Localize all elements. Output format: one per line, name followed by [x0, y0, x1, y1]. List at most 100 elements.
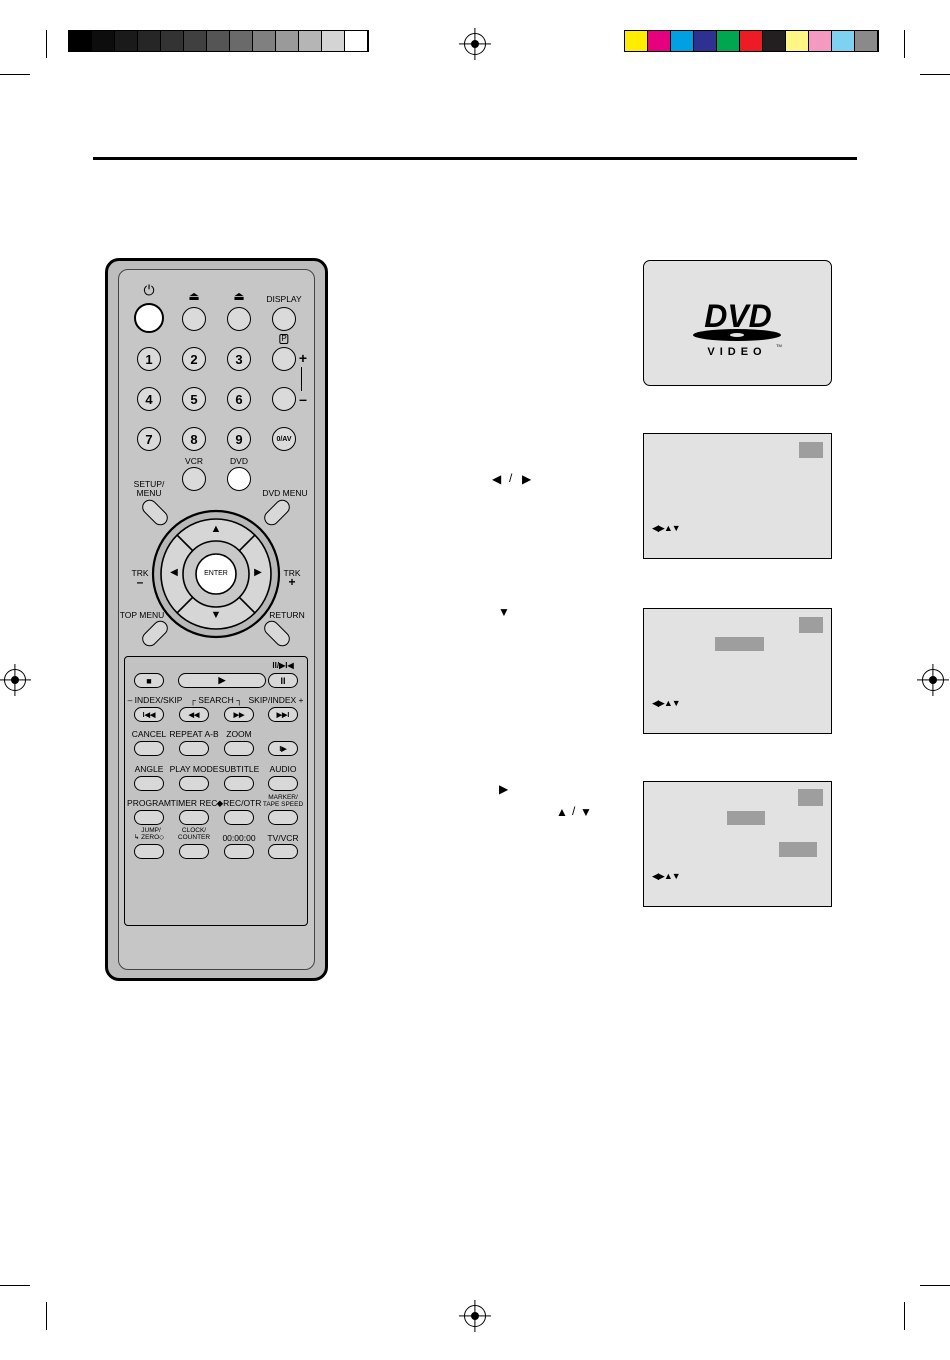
- program-button[interactable]: [134, 810, 164, 825]
- skip-back-button[interactable]: I◀◀: [134, 707, 164, 722]
- marker-button[interactable]: [268, 810, 298, 825]
- dvd-button[interactable]: [227, 467, 251, 491]
- screen-nav-hint: ◀▶▲▼: [652, 698, 681, 708]
- setup-menu-label-2: MENU: [136, 488, 162, 498]
- timer-rec-button[interactable]: [179, 810, 209, 825]
- direction-pad: [151, 509, 281, 639]
- gray-swatch: [322, 31, 345, 51]
- pause-step-label: II/▶I◀: [272, 661, 294, 670]
- menu-item-highlight: [715, 637, 764, 651]
- audio-label: AUDIO: [269, 764, 297, 774]
- channel-down-button[interactable]: [272, 387, 296, 411]
- number-key-9[interactable]: 9: [227, 427, 251, 451]
- rec-otr-button[interactable]: [224, 810, 254, 825]
- screen-corner-highlight: [799, 617, 823, 633]
- color-swatch: [763, 31, 786, 51]
- menu-screen-2: ◀▶▲▼: [643, 608, 832, 734]
- dpad-up-icon[interactable]: ▲: [210, 523, 222, 535]
- dvd-video-logo: DVD VIDEO TM: [693, 298, 782, 358]
- color-swatch: [694, 31, 717, 51]
- cancel-button[interactable]: [134, 741, 164, 756]
- display-button[interactable]: [272, 307, 296, 331]
- zoom-label: ZOOM: [226, 729, 252, 739]
- number-key-5[interactable]: 5: [182, 387, 206, 411]
- number-key-3[interactable]: 3: [227, 347, 251, 371]
- play-button[interactable]: ▶: [178, 673, 266, 688]
- slow-button[interactable]: I▶: [268, 741, 298, 756]
- zoom-button[interactable]: [224, 741, 254, 756]
- zero-av-button[interactable]: 0/AV: [272, 427, 296, 451]
- gray-swatch: [276, 31, 299, 51]
- gray-swatch: [161, 31, 184, 51]
- registration-mark-icon: [464, 33, 486, 55]
- play-mode-button[interactable]: [179, 776, 209, 791]
- number-key-2[interactable]: 2: [182, 347, 206, 371]
- enter-button[interactable]: ENTER: [204, 570, 228, 577]
- number-key-7[interactable]: 7: [137, 427, 161, 451]
- counter-label: COUNTER: [177, 834, 211, 841]
- number-key-4[interactable]: 4: [137, 387, 161, 411]
- repeat-ab-label: REPEAT A-B: [169, 729, 219, 739]
- dvd-label: DVD: [230, 456, 248, 466]
- number-key-8[interactable]: 8: [182, 427, 206, 451]
- timer-rec-label: TIMER REC: [170, 798, 218, 808]
- crop-mark: [0, 74, 30, 75]
- skip-forward-button[interactable]: ▶▶I: [268, 707, 298, 722]
- channel-up-button[interactable]: [272, 347, 296, 371]
- dvd-menu-label: DVD MENU: [262, 488, 308, 498]
- trk-plus-sign: +: [288, 575, 296, 589]
- fast-forward-button[interactable]: ▶▶: [224, 707, 254, 722]
- audio-button[interactable]: [268, 776, 298, 791]
- header-rule: [93, 157, 857, 160]
- open-close-icon: ⏏: [233, 289, 245, 303]
- menu-item-highlight: [727, 811, 765, 825]
- vcr-button[interactable]: [182, 467, 206, 491]
- angle-button[interactable]: [134, 776, 164, 791]
- color-swatch: [855, 31, 878, 51]
- number-key-1[interactable]: 1: [137, 347, 161, 371]
- eject-button[interactable]: [182, 307, 206, 331]
- dpad-down-icon[interactable]: ▼: [210, 609, 222, 621]
- gray-swatch: [92, 31, 115, 51]
- top-menu-label: TOP MENU: [119, 610, 165, 620]
- clock-counter-button[interactable]: [179, 844, 209, 859]
- channel-p-label: P: [279, 334, 289, 344]
- screen-corner-highlight: [799, 442, 823, 458]
- menu-screen-1: ◀▶▲▼: [643, 433, 832, 559]
- channel-plus-label: +: [298, 350, 308, 366]
- transport-panel: [124, 656, 308, 926]
- eject-icon: ⏏: [188, 289, 200, 303]
- jump-zero-button[interactable]: [134, 844, 164, 859]
- gray-swatch: [299, 31, 322, 51]
- step2-slash: /: [509, 471, 513, 485]
- search-label: ┌ SEARCH ┐: [189, 695, 243, 705]
- number-key-6[interactable]: 6: [227, 387, 251, 411]
- tv-vcr-button[interactable]: [268, 844, 298, 859]
- jump-label: JUMP/: [141, 827, 161, 834]
- clock-label: CLOCK/: [181, 827, 207, 834]
- dpad-right-icon[interactable]: ▶: [254, 567, 262, 578]
- gray-swatch: [184, 31, 207, 51]
- stop-button[interactable]: ■: [134, 673, 164, 688]
- crop-mark: [920, 74, 950, 75]
- power-button[interactable]: [134, 303, 164, 333]
- time-code-button[interactable]: [224, 844, 254, 859]
- repeat-ab-button[interactable]: [179, 741, 209, 756]
- open-close-button[interactable]: [227, 307, 251, 331]
- pause-button[interactable]: II: [268, 673, 298, 688]
- registration-mark-icon: [4, 669, 26, 691]
- color-registration-bar: [624, 30, 879, 52]
- gray-swatch: [115, 31, 138, 51]
- subtitle-button[interactable]: [224, 776, 254, 791]
- dpad-left-icon[interactable]: ◀: [170, 567, 178, 578]
- color-swatch: [717, 31, 740, 51]
- gray-swatch: [207, 31, 230, 51]
- power-icon: ⏻: [143, 282, 155, 298]
- video-logo-text: VIDEO: [707, 346, 766, 358]
- setup-menu-label: SETUP/: [133, 479, 165, 489]
- screen-nav-hint: ◀▶▲▼: [652, 523, 681, 533]
- rewind-button[interactable]: ◀◀: [179, 707, 209, 722]
- zero-label: ↳ ZERO◇: [133, 834, 165, 841]
- color-swatch: [648, 31, 671, 51]
- gray-swatch: [138, 31, 161, 51]
